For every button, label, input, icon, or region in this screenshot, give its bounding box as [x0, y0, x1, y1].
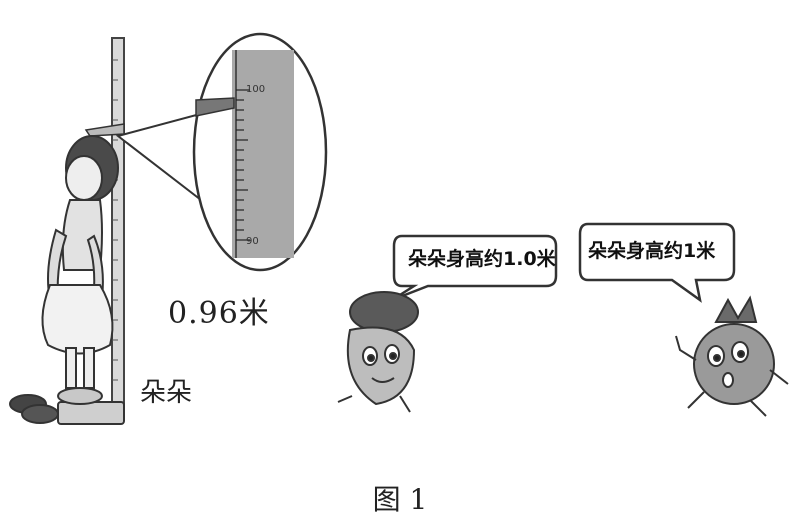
- ruler-magnifier-callout: 100 90: [115, 32, 328, 272]
- cartoon-character-1: [337, 291, 419, 413]
- figure-caption: 图 1: [372, 483, 428, 516]
- cartoon-character-2: [675, 295, 789, 417]
- speech-bubble-2-text: 朵朵身高约1米: [588, 240, 716, 262]
- girl-duoduo-figure: [41, 135, 119, 405]
- ruler-tick-upper: 100: [246, 84, 265, 95]
- ruler-tick-lower: 90: [246, 236, 259, 247]
- measurement-label: 0.96米: [168, 296, 270, 331]
- girl-name-label: 朵朵: [140, 378, 193, 408]
- speech-bubble-1: [391, 234, 558, 302]
- height-measuring-pole: [57, 37, 125, 425]
- speech-bubble-2: [578, 222, 736, 303]
- speech-bubble-1-text: 朵朵身高约1.0米: [408, 248, 556, 270]
- shoes: [9, 394, 59, 424]
